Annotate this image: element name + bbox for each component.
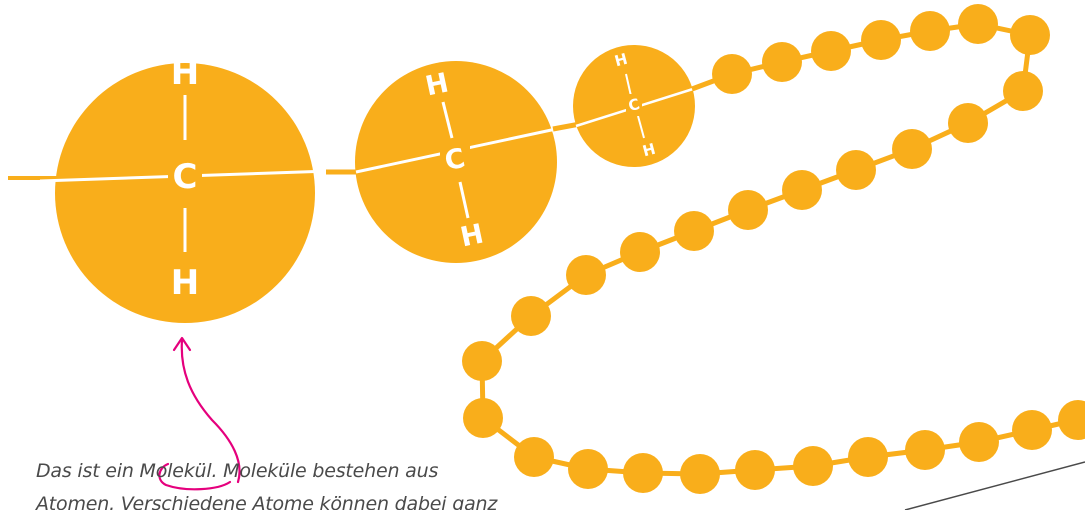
- annotation-arrow-curve: [180, 338, 241, 484]
- molecule-3-atom-bottom: H: [641, 140, 658, 161]
- chain-bead: [735, 450, 775, 490]
- chain-bead: [1003, 71, 1043, 111]
- molecule-1-atom-center: C: [173, 157, 198, 197]
- bond-connector-2: [552, 121, 581, 132]
- molecule-3: H C H: [573, 45, 695, 167]
- chain-bead: [511, 296, 551, 336]
- bottom-right-line: [904, 461, 1085, 510]
- molecule-3-bond-bottom: [637, 115, 645, 139]
- molecule-1-atom-bottom: H: [171, 263, 199, 303]
- chain-bead: [959, 422, 999, 462]
- chain-bead: [568, 449, 608, 489]
- chain-bead: [861, 20, 901, 60]
- molecule-2-bond-bottom: [458, 181, 470, 219]
- chain-bead: [680, 454, 720, 494]
- caption-text: Das ist ein Molekül. Moleküle bestehen a…: [36, 455, 796, 510]
- chain-bead: [1058, 400, 1085, 440]
- chain-bead: [566, 255, 606, 295]
- molecule-1: H C H: [39, 53, 331, 323]
- chain-bead: [811, 31, 851, 71]
- molecule-3-bond-top: [625, 73, 632, 97]
- chain-bead: [848, 437, 888, 477]
- chain-bead: [948, 103, 988, 143]
- chain-bead: [623, 453, 663, 493]
- chain-bead: [958, 4, 998, 44]
- chain-bead: [782, 170, 822, 210]
- molecule-3-atom-top: H: [613, 50, 630, 71]
- chain-bead: [905, 430, 945, 470]
- chain-bead: [1012, 410, 1052, 450]
- chain-bead: [712, 54, 752, 94]
- chain-bead: [910, 11, 950, 51]
- chain-bead: [462, 341, 502, 381]
- chain-bead: [674, 211, 714, 251]
- molecule-2: H C H: [355, 61, 557, 263]
- molecule-1-atom-top: H: [171, 53, 199, 93]
- chain-bead: [892, 129, 932, 169]
- caption-before: Das ist ein: [36, 460, 140, 482]
- annotation-arrow: [158, 336, 241, 491]
- annotation-arrow-head: [172, 336, 192, 352]
- caption-line-2: Atomen. Verschiedene Atome können dabei …: [36, 493, 498, 510]
- chain-bead: [1010, 15, 1050, 55]
- chain-bead: [620, 232, 660, 272]
- caption-after: Moleküle bestehen aus: [217, 460, 439, 482]
- chain-bead: [762, 42, 802, 82]
- molecule-2-bond-top: [441, 101, 454, 139]
- chain-bead: [793, 446, 833, 486]
- bead-chain-line: [479, 21, 1085, 477]
- annotation-highlight-loop: [158, 462, 232, 491]
- molecule-3-atom-center: C: [626, 95, 641, 115]
- chain-bead: [463, 398, 503, 438]
- caption-highlight-word: Molekül.: [139, 460, 218, 482]
- chain-bead: [728, 190, 768, 230]
- bead-chain: [462, 4, 1085, 494]
- chain-bead: [836, 150, 876, 190]
- chain-bead: [514, 437, 554, 477]
